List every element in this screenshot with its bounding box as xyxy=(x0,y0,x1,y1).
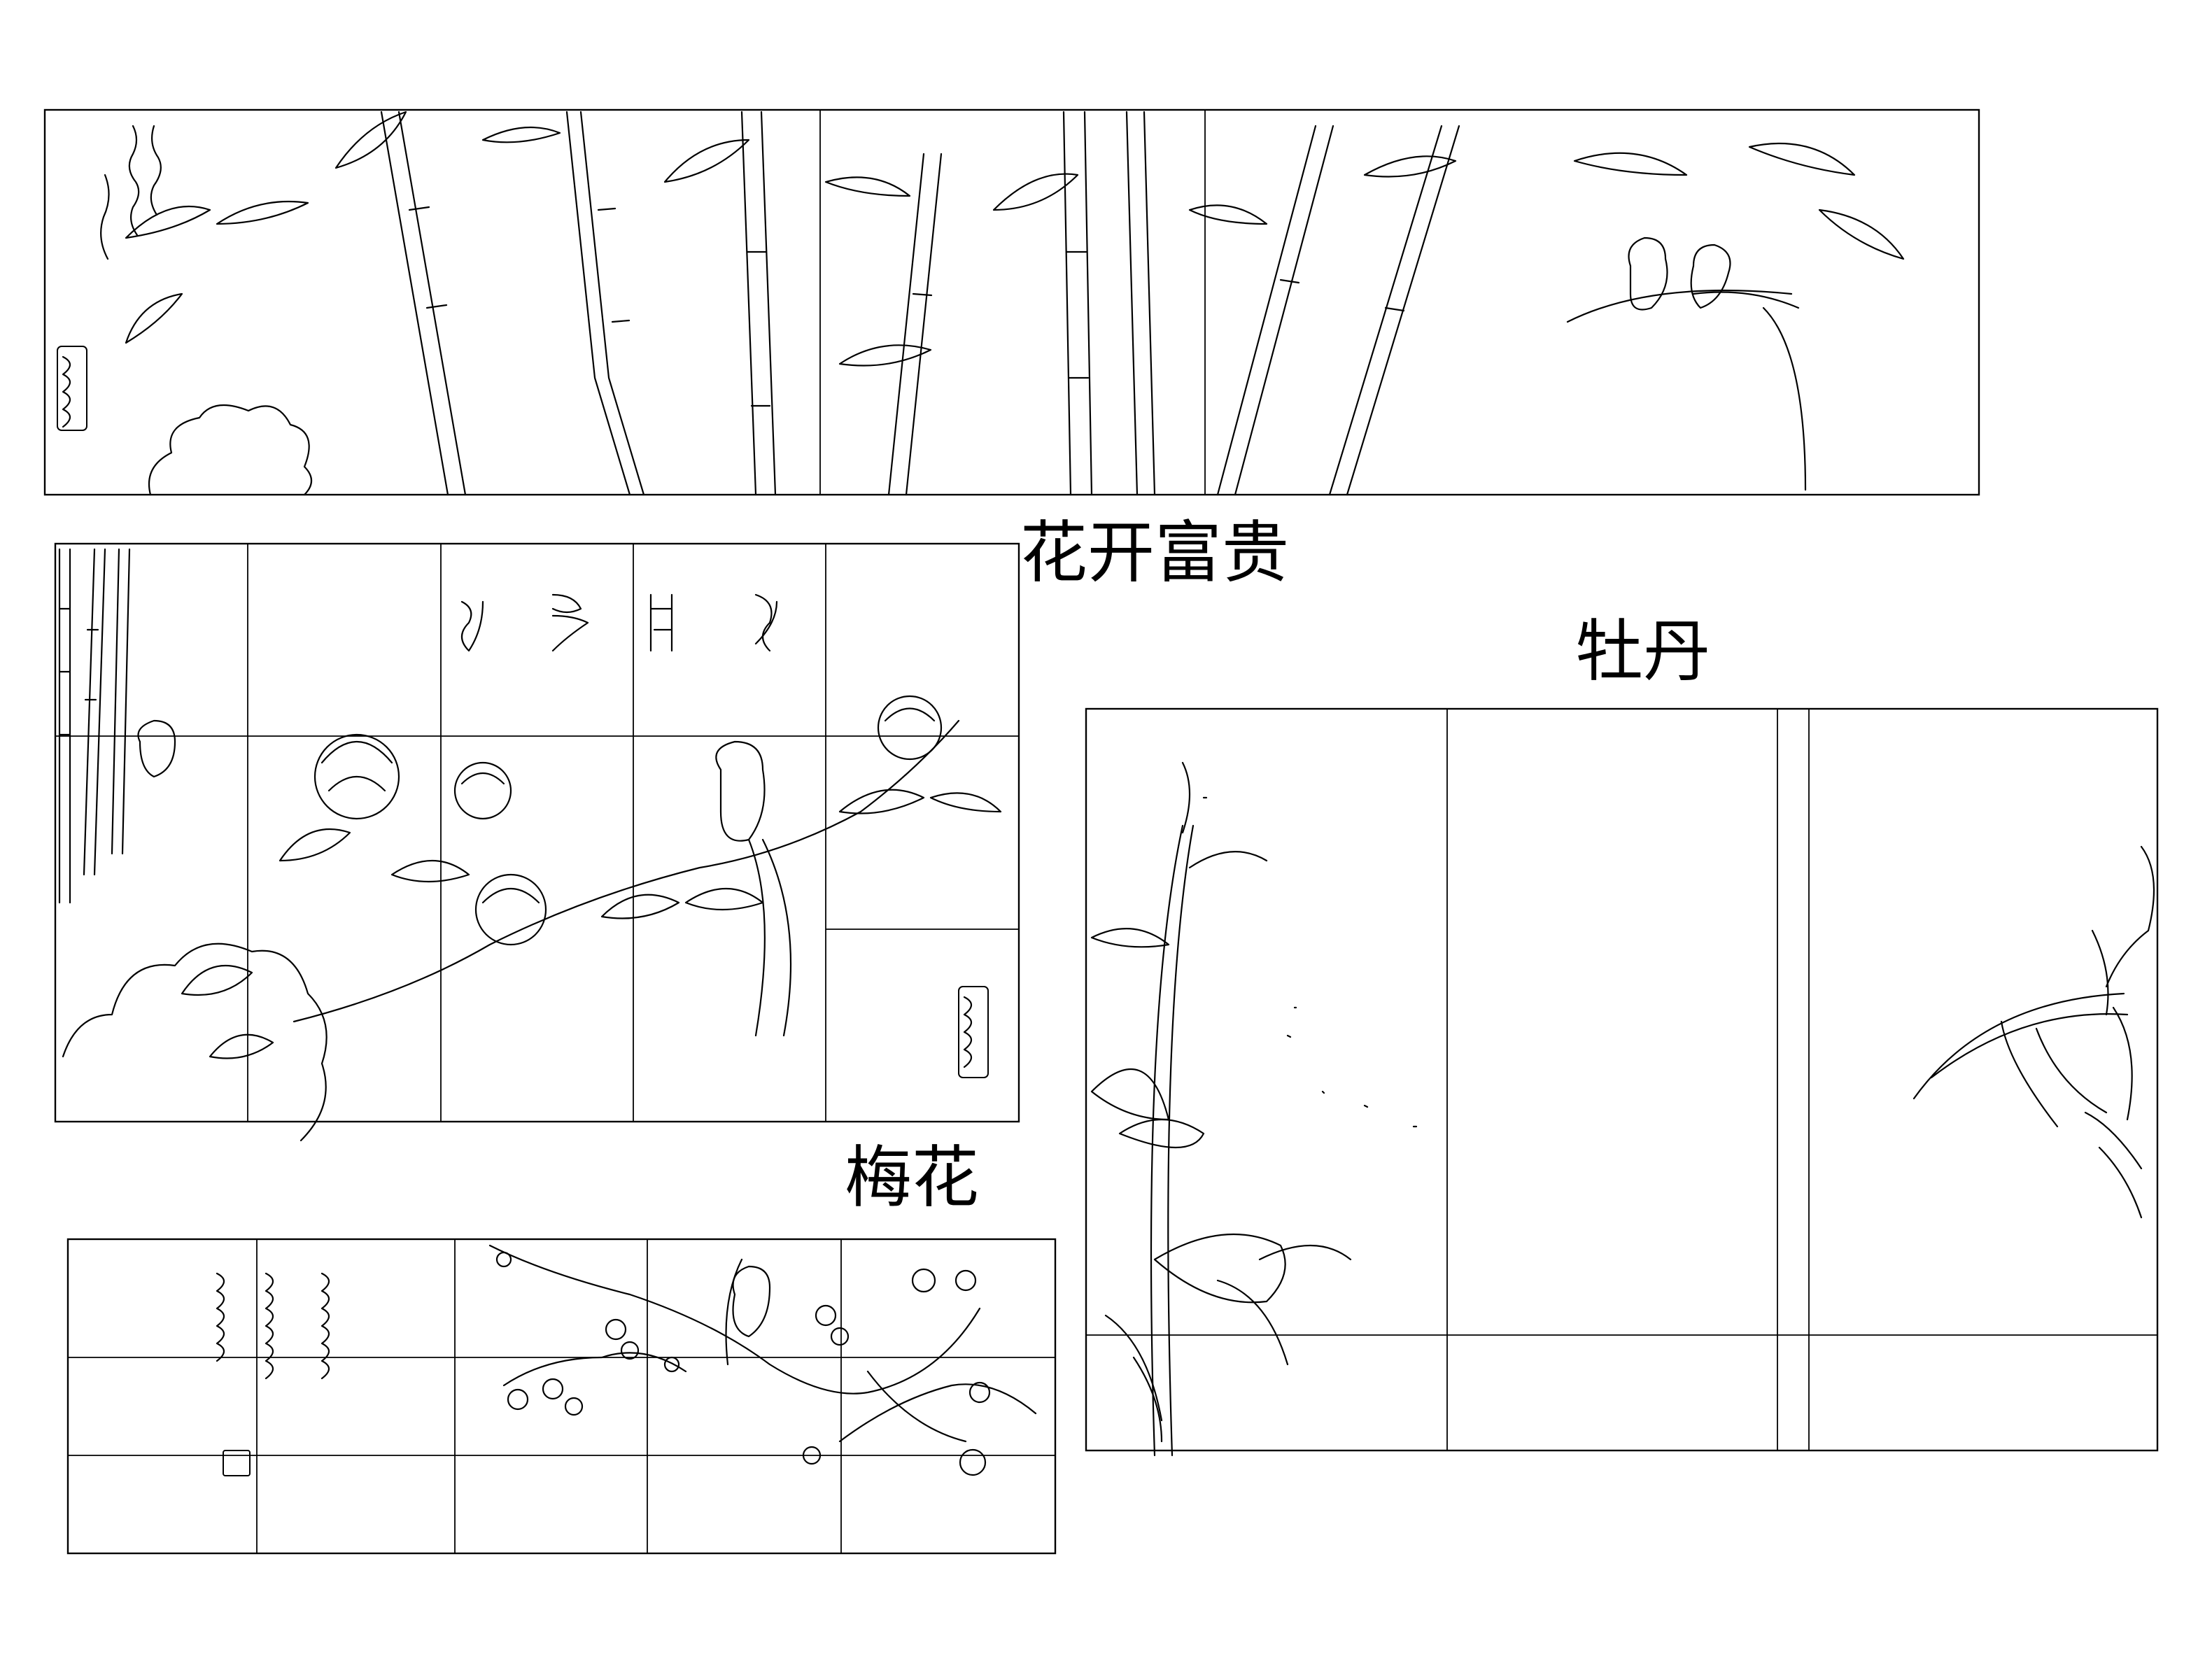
plum-blossoms xyxy=(495,1251,991,1476)
peony-seal xyxy=(958,986,989,1078)
bamboo-leaves xyxy=(125,111,1905,367)
bamboo-calligraphy xyxy=(100,125,162,260)
peony-title-label: 花开富贵 xyxy=(1020,514,1289,592)
peony-calligraphy xyxy=(460,593,778,652)
birds xyxy=(1566,237,1807,491)
peony-flowers xyxy=(314,695,943,946)
rock xyxy=(62,943,327,1142)
plum-label: 梅花 xyxy=(845,1138,979,1217)
branch xyxy=(293,719,960,1023)
mudan-panel xyxy=(1085,707,2159,1457)
bamboo-seal xyxy=(57,346,87,431)
plum-branches xyxy=(488,1244,1037,1443)
bird xyxy=(732,1265,771,1338)
speckles xyxy=(1202,796,1418,1128)
bamboo-panel xyxy=(43,108,1980,496)
peony-panel xyxy=(54,542,1020,1142)
bird xyxy=(137,719,792,1037)
mudan-plant-right xyxy=(1912,845,2155,1219)
plum-calligraphy xyxy=(216,1272,330,1380)
plum-seal xyxy=(223,1450,251,1476)
mudan-plant-left xyxy=(1090,761,1352,1457)
rock xyxy=(148,404,313,496)
plum-panel xyxy=(66,1238,1057,1555)
mudan-label: 牡丹 xyxy=(1576,612,1710,691)
peony-bamboo xyxy=(58,548,131,904)
bamboo-stalks xyxy=(380,111,1460,496)
